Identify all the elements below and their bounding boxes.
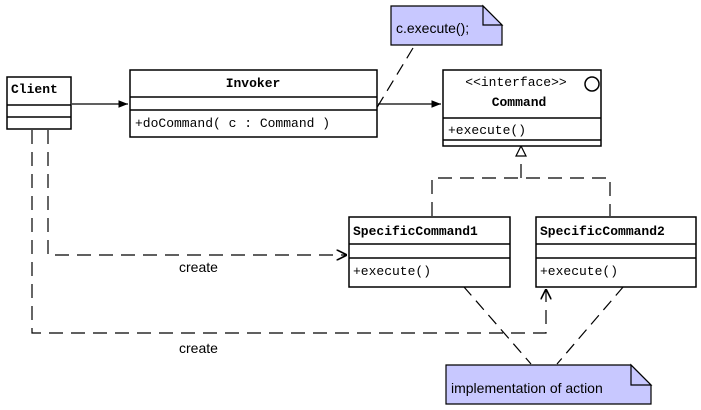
class-specific-command-2[interactable]: SpecificCommand2 +execute() — [535, 216, 697, 288]
create-label-2: create — [179, 340, 218, 356]
create-dependency-2 — [31, 130, 546, 334]
invoker-class-name: Invoker — [226, 76, 281, 91]
command-operation: +execute() — [448, 123, 526, 138]
class-client[interactable]: Client — [6, 76, 72, 130]
specific-command-2-name: SpecificCommand2 — [540, 224, 665, 239]
realization-triangle-icon — [515, 144, 527, 157]
class-invoker[interactable]: Invoker +doCommand( c : Command ) — [129, 69, 378, 138]
invoker-operation: +doCommand( c : Command ) — [135, 116, 330, 131]
interface-lollipop-icon — [584, 76, 600, 92]
specific-command-1-operation: +execute() — [353, 264, 431, 279]
client-class-name: Client — [11, 82, 58, 97]
specific-command-2-operation: +execute() — [540, 264, 618, 279]
note-execute[interactable]: c.execute(); — [390, 4, 504, 46]
note-action-text: implementation of action — [451, 380, 603, 396]
specific-command-1-name: SpecificCommand1 — [353, 224, 478, 239]
create-label-1: create — [179, 259, 218, 275]
note-execute-text: c.execute(); — [396, 20, 469, 36]
realization-connector — [431, 144, 611, 216]
interface-command[interactable]: <<interface>> Command +execute() — [442, 69, 602, 147]
command-class-name: Command — [492, 95, 547, 110]
class-specific-command-1[interactable]: SpecificCommand1 +execute() — [348, 216, 511, 288]
create-dependency-1 — [47, 130, 346, 255]
command-stereotype: <<interface>> — [465, 75, 567, 90]
note-action[interactable]: implementation of action — [445, 363, 653, 405]
